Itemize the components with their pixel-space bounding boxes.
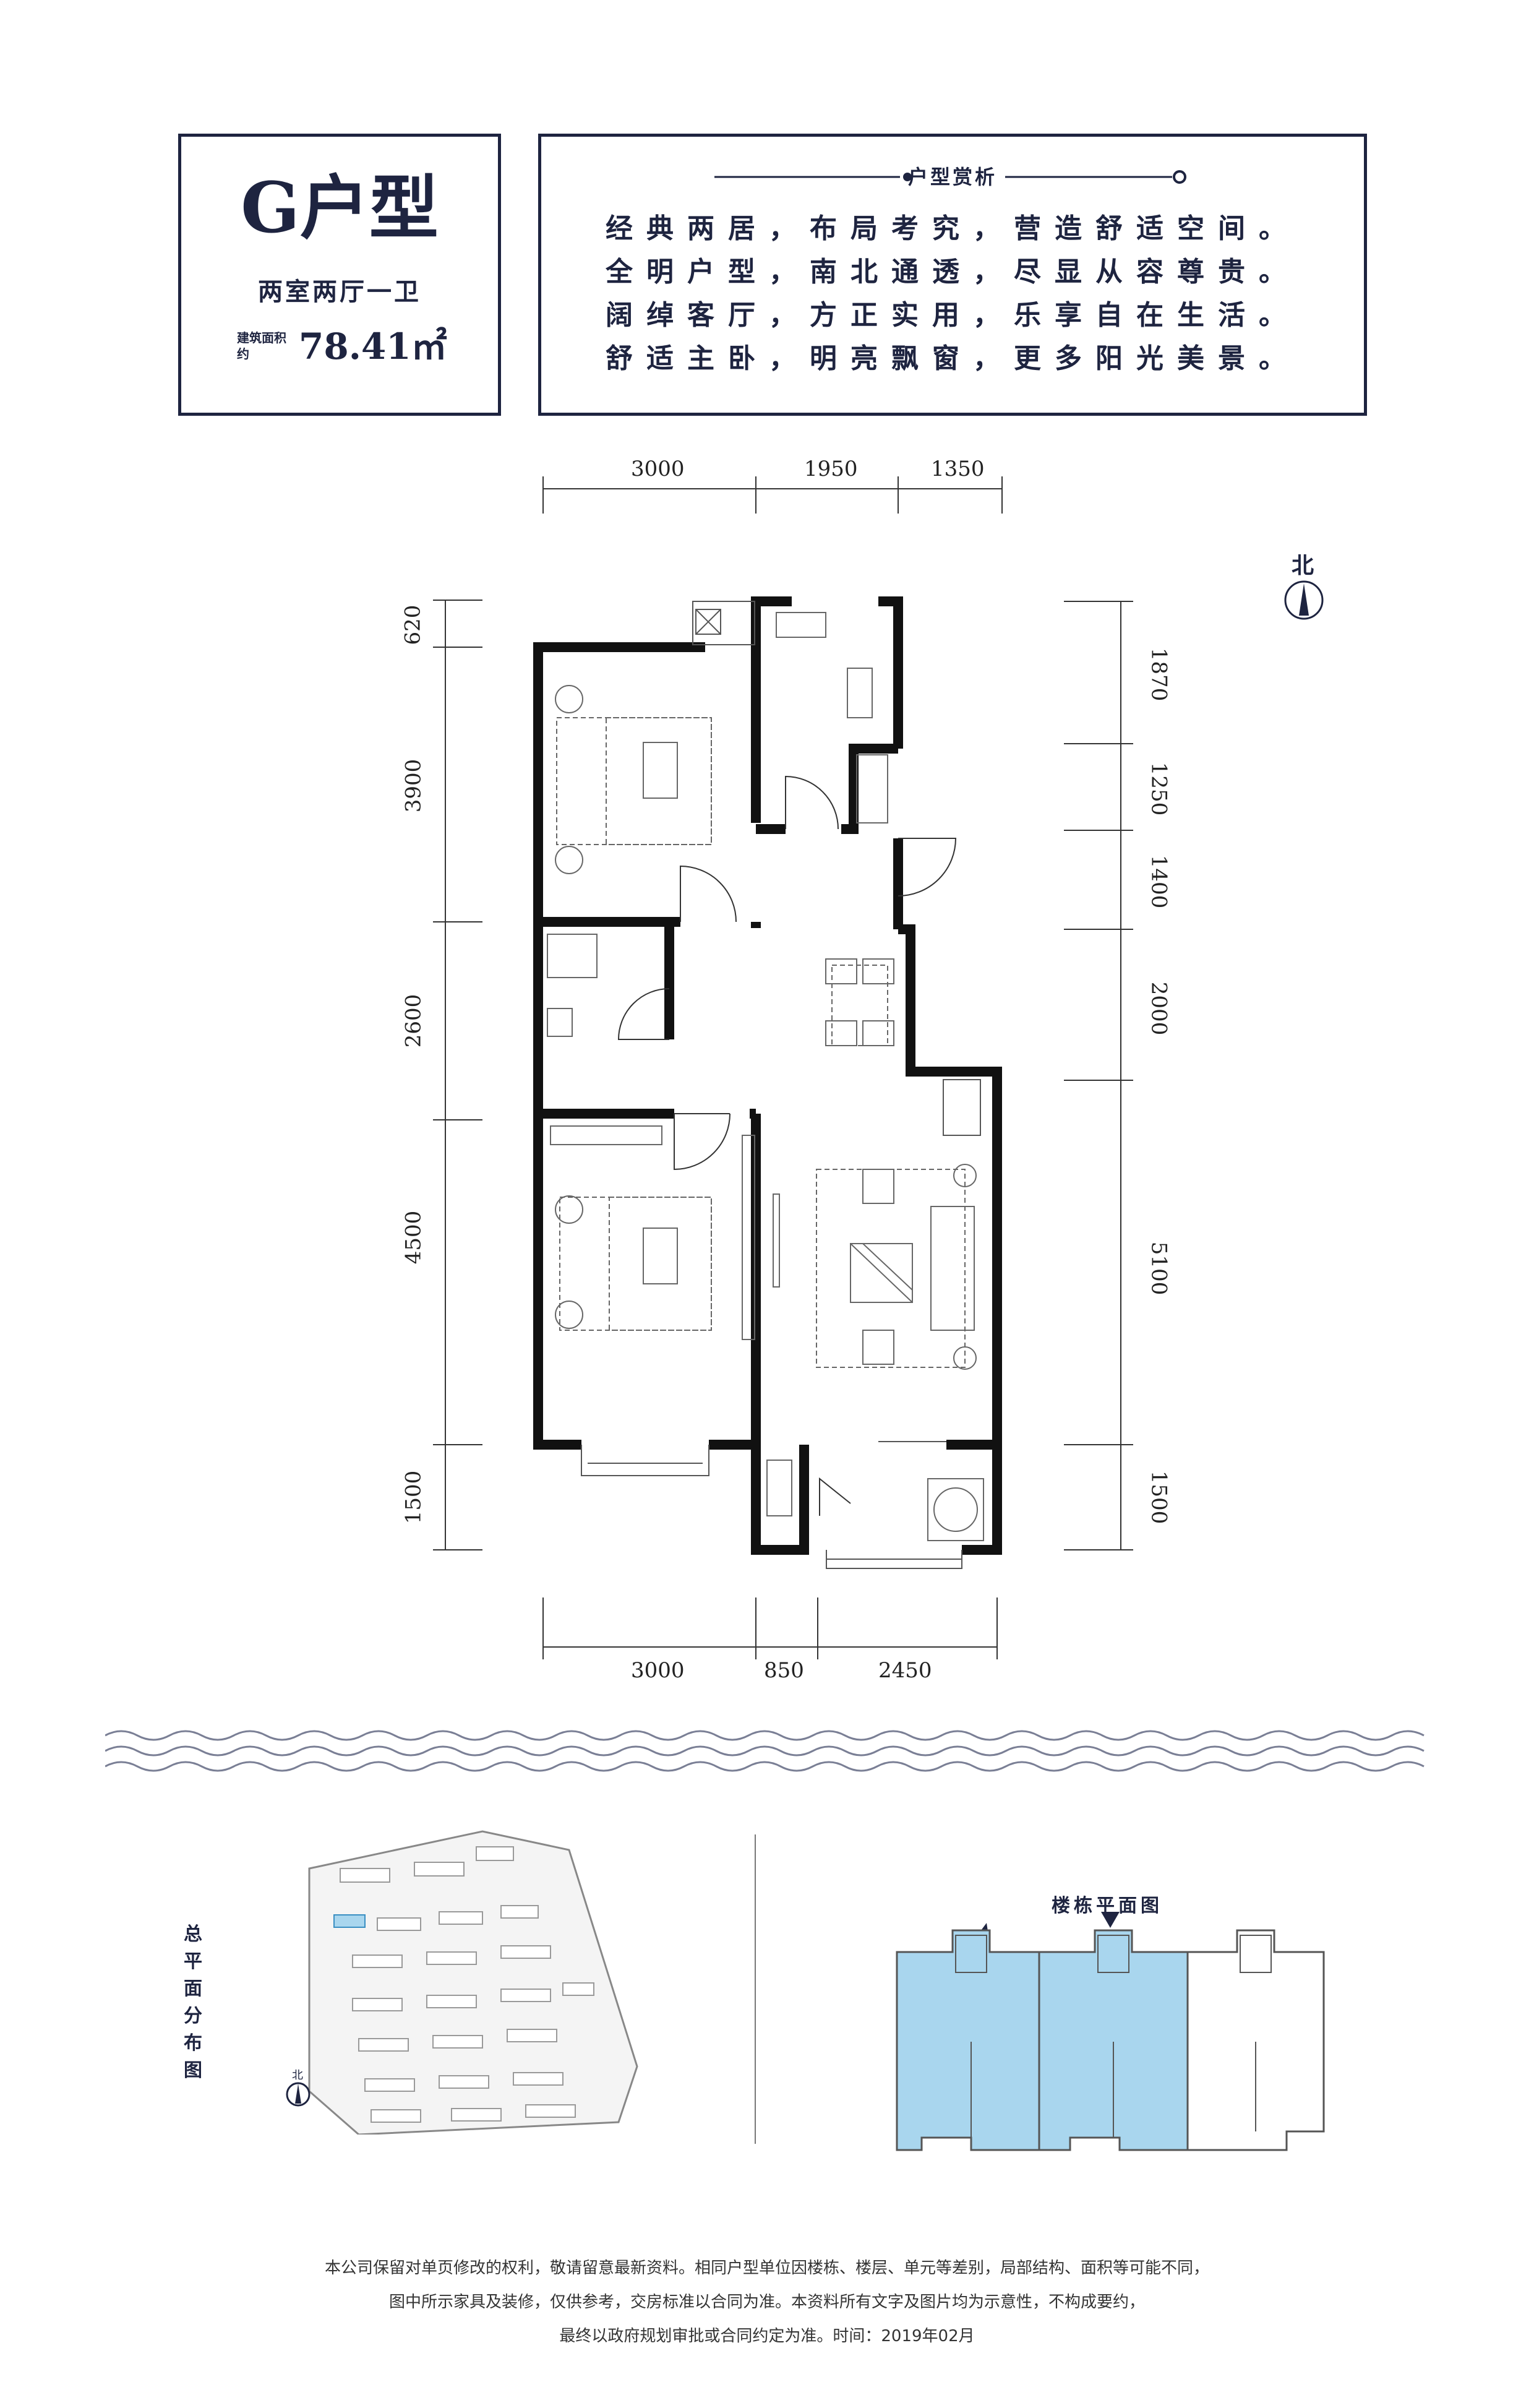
north-arrow-icon (1284, 580, 1324, 620)
fixtures (547, 612, 984, 1541)
dim-top-2: 1950 (804, 457, 858, 481)
dim-right-2: 1250 (1146, 762, 1172, 816)
description-line-2: 全明户型，南北通透，尽显从容尊贵。 (606, 256, 1300, 288)
walls (533, 596, 1002, 1555)
section-divider (755, 1834, 756, 2144)
unit-description-box: 户型赏析 经典两居，布局考究，营造舒适空间。 全明户型，南北通透，尽显从容尊贵。… (538, 134, 1367, 416)
unit-subtitle: 两室两厅一卫 (258, 278, 421, 306)
description-line-3: 阔绰客厅，方正实用，乐享自在生活。 (606, 299, 1300, 331)
heading-ornament (714, 170, 1186, 184)
dim-left-4: 4500 (401, 1210, 426, 1265)
dim-top-3: 1350 (931, 457, 985, 481)
description-line-4: 舒适主卧，明亮飘窗，更多阳光美景。 (606, 343, 1300, 374)
building-units (896, 1929, 1325, 2151)
site-plan-label: 总平面分布图 (184, 1924, 202, 2081)
site-north-icon (286, 2082, 311, 2107)
footer-line-2: 图中所示家具及装修，仅供参考，交房标准以合同为准。本资料所有文字及图片均为示意性… (388, 2293, 1145, 2311)
floor-plan (433, 476, 1324, 1659)
site-plan (286, 1830, 638, 2135)
dim-right-1: 1870 (1146, 647, 1172, 702)
building-plan (896, 1923, 1325, 2151)
dim-right-3: 1400 (1146, 854, 1172, 909)
dim-bottom-3: 2450 (878, 1658, 932, 1683)
dim-bottom-2: 850 (764, 1658, 804, 1683)
windows (581, 601, 981, 1569)
footer-line-3: 最终以政府规划审批或合同约定为准。时间：2019年02月 (559, 2327, 975, 2346)
site-north-label: 北 (292, 2069, 303, 2082)
north-label: 北 (1292, 553, 1314, 578)
dim-bottom-1: 3000 (631, 1658, 685, 1683)
footer-line-1: 本公司保留对单页修改的权利，敬请留意最新资料。相同户型单位因楼栋、楼层、单元等差… (324, 2259, 1209, 2277)
area-value: 78.41㎡ (299, 325, 447, 368)
description-heading: 户型赏析 (907, 165, 997, 189)
dim-left-3: 2600 (401, 994, 426, 1048)
dim-left-1: 620 (400, 604, 426, 645)
dim-left-5: 1500 (401, 1470, 426, 1524)
doors (617, 775, 957, 1516)
unit-title: G户型 (241, 168, 439, 249)
dim-right-4: 2000 (1146, 981, 1172, 1036)
description-line-1: 经典两居，布局考究，营造舒适空间。 (606, 213, 1300, 244)
dim-top-1: 3000 (631, 457, 685, 481)
dim-right-5: 5100 (1146, 1241, 1172, 1296)
dim-right-6: 1500 (1146, 1470, 1172, 1524)
pointer-down-icon (1101, 1912, 1120, 1928)
dim-left-2: 3900 (401, 759, 426, 813)
area-caption: 建筑面积约 (237, 330, 286, 361)
unit-title-box: G户型 两室两厅一卫 建筑面积约 78.41㎡ (178, 134, 501, 416)
dimension-lines (433, 476, 1133, 1659)
site-buildings (333, 1846, 594, 2123)
wave-divider (105, 1730, 1425, 1772)
